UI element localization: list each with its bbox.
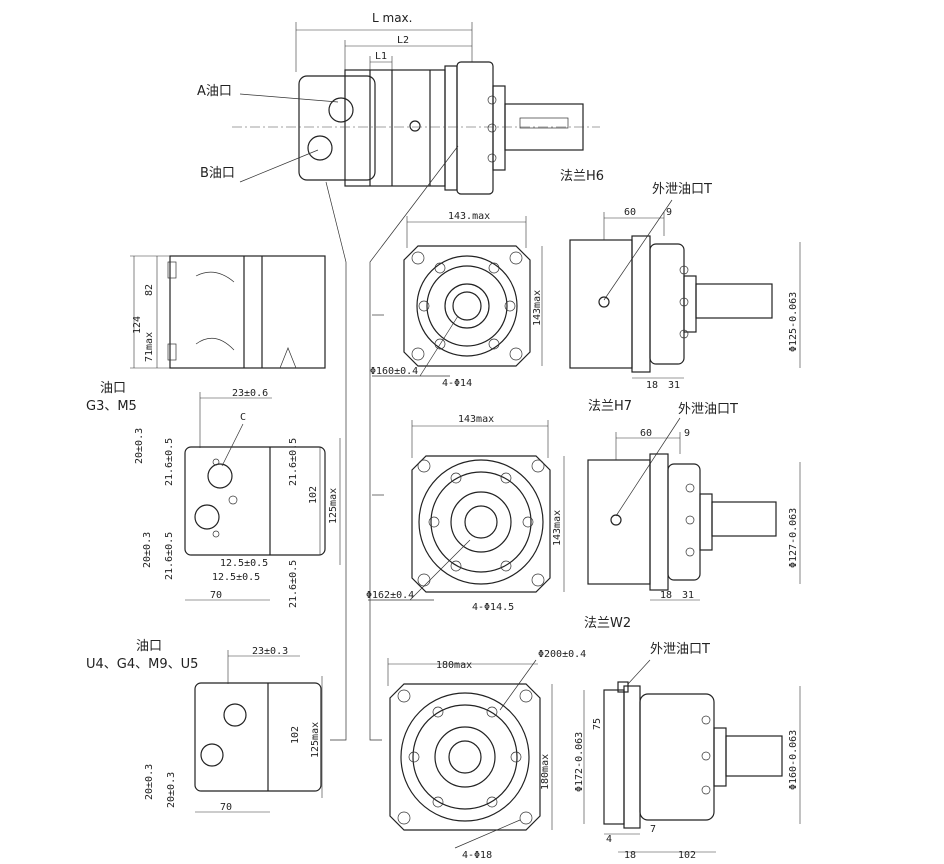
h6-height: 143max <box>532 290 543 326</box>
u4-20b: 20±0.3 <box>166 772 177 808</box>
b-port-label: B油口 <box>200 166 235 181</box>
u4-102: 102 <box>290 726 301 744</box>
g3-title: 油口 <box>100 381 126 396</box>
g3-20a: 20±0.3 <box>134 428 145 464</box>
u4-70: 70 <box>220 802 232 813</box>
h6-pcd: Φ160±0.4 <box>370 366 418 377</box>
top-motor-view: L max. L2 L1 A油口 B油口 <box>197 11 600 741</box>
side-profile-view: 124 82 71max <box>130 255 326 369</box>
g3-20b: 20±0.3 <box>142 532 153 568</box>
h7-drain: 外泄油口T <box>678 402 738 417</box>
l-max-label: L max. <box>372 11 412 25</box>
h7-holes: 4-Φ14.5 <box>472 602 514 613</box>
w2-18: 18 <box>624 850 636 861</box>
flange-w2-front: 180max Φ200±0.4 180max 4-Φ18 <box>387 649 586 861</box>
h7-height: 143max <box>552 510 563 546</box>
w2-7: 7 <box>650 824 656 835</box>
g3-port-view: 油口 G3、M5 23±0.6 C 20±0.3 21.6±0.5 20±0.3… <box>86 381 341 608</box>
h7-pcd: Φ162±0.4 <box>366 590 414 601</box>
g3-types: G3、M5 <box>86 399 137 414</box>
w2-width: 180max <box>436 660 472 671</box>
g3-102: 102 <box>308 486 319 504</box>
g3-125: 125max <box>328 488 339 524</box>
h6-title: 法兰H6 <box>560 169 604 184</box>
w2-drain: 外泄油口T <box>650 642 710 657</box>
u4-20a: 20±0.3 <box>144 764 155 800</box>
a-port-label: A油口 <box>197 84 232 99</box>
g3-23: 23±0.6 <box>232 388 268 399</box>
h7-width: 143max <box>458 414 494 425</box>
g3-c: C <box>240 412 246 423</box>
g3-70: 70 <box>210 590 222 601</box>
g3-12a: 12.5±0.5 <box>220 558 268 569</box>
g3-21b: 21.6±0.5 <box>164 532 175 580</box>
flange-h7-front: 143max 143max Φ162±0.4 4-Φ14.5 <box>366 414 565 613</box>
w2-75: 75 <box>592 718 603 730</box>
h6-pilot: Φ125-0.063 <box>788 292 799 352</box>
h7-31: 31 <box>682 590 694 601</box>
flange-h7-side: 法兰H7 外泄油口T 60 9 18 31 Φ127-0.063 <box>587 399 801 601</box>
g3-r21b: 21.6±0.5 <box>288 560 299 608</box>
h7-60: 60 <box>640 428 652 439</box>
h6-60: 60 <box>624 207 636 218</box>
u4-125: 125max <box>310 722 321 758</box>
l2-label: L2 <box>397 35 409 46</box>
u4-title: 油口 <box>136 639 162 654</box>
w2-holes: 4-Φ18 <box>462 850 492 861</box>
h7-pilot: Φ127-0.063 <box>788 508 799 568</box>
u4-types: U4、G4、M9、U5 <box>86 657 198 672</box>
w2-title: 法兰W2 <box>584 616 631 631</box>
side-124: 124 <box>132 316 143 334</box>
w2-pilot-left: Φ172-0.063 <box>574 732 585 792</box>
h6-9: 9 <box>666 207 672 218</box>
g3-12b: 12.5±0.5 <box>212 572 260 583</box>
w2-102: 102 <box>678 850 696 861</box>
side-71: 71max <box>144 332 155 362</box>
h6-31: 31 <box>668 380 680 391</box>
h7-18: 18 <box>660 590 672 601</box>
h6-width: 143.max <box>448 211 490 222</box>
w2-pcd: Φ200±0.4 <box>538 649 586 660</box>
side-82: 82 <box>144 284 155 296</box>
u4-port-view: 油口 U4、G4、M9、U5 23±0.3 102 125max 20±0.3 … <box>86 639 323 813</box>
w2-height: 180max <box>540 754 551 790</box>
h7-9: 9 <box>684 428 690 439</box>
flange-h6-front: 143.max 143max Φ160±0.4 4-Φ14 <box>370 211 543 389</box>
h7-title: 法兰H7 <box>588 399 632 414</box>
flange-h6-side: 法兰H6 外泄油口T 60 9 18 31 Φ125-0.063 <box>560 169 801 391</box>
u4-23: 23±0.3 <box>252 646 288 657</box>
g3-21a: 21.6±0.5 <box>164 438 175 486</box>
flange-w2-side: 法兰W2 外泄油口T Φ172-0.063 75 4 7 18 102 Φ160… <box>574 616 801 861</box>
h6-holes: 4-Φ14 <box>442 378 472 389</box>
h6-drain: 外泄油口T <box>652 182 712 197</box>
l1-label: L1 <box>375 51 387 62</box>
w2-shaft: Φ160-0.063 <box>788 730 799 790</box>
w2-4: 4 <box>606 834 612 845</box>
g3-r21a: 21.6±0.5 <box>288 438 299 486</box>
h6-18: 18 <box>646 380 658 391</box>
